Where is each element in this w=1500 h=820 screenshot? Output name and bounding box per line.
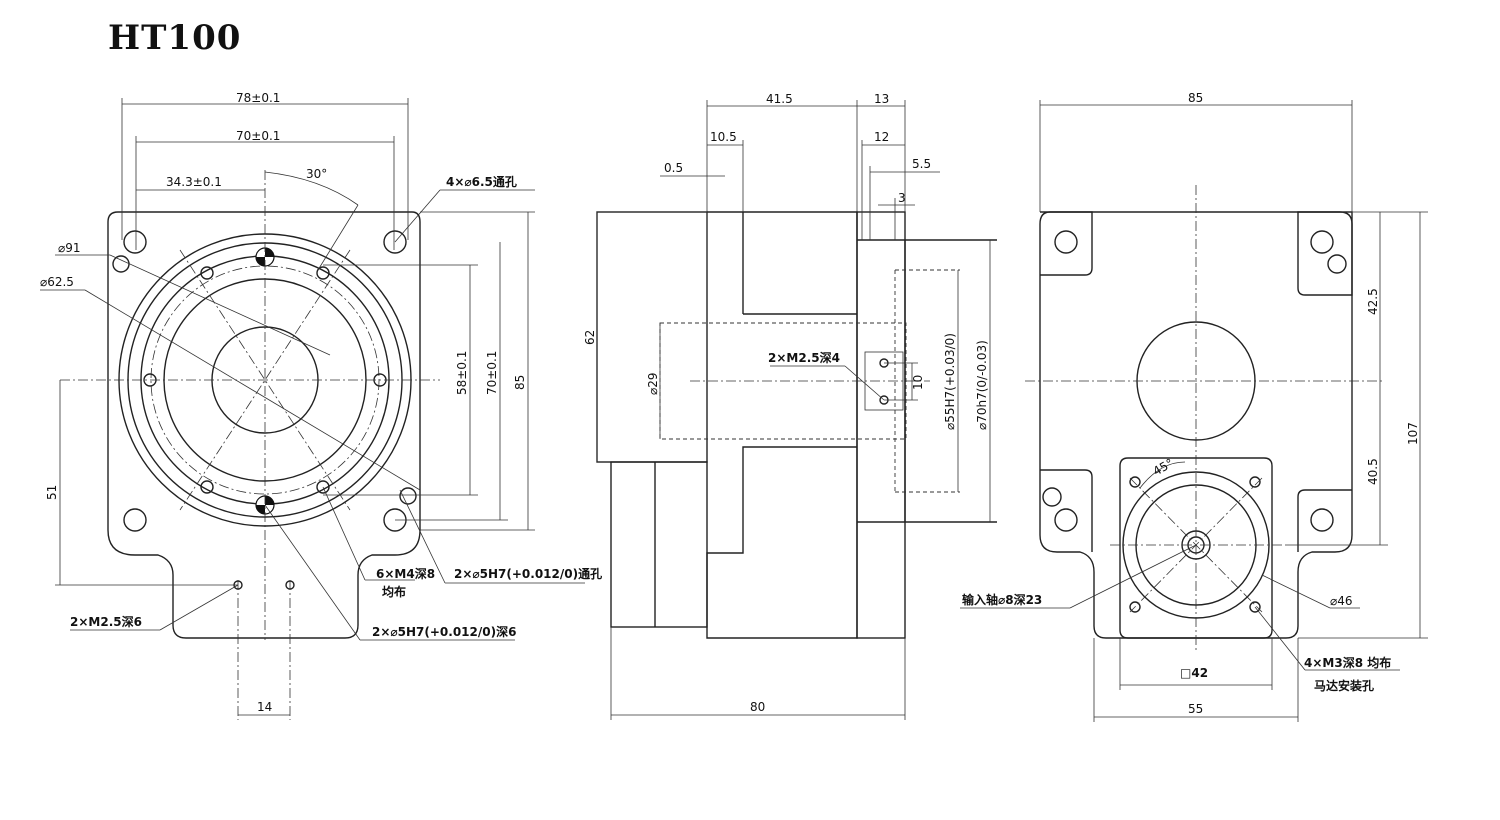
dim-d46-label: ⌀46 (1330, 594, 1353, 608)
dim-2x5h7-thru-label: 2×⌀5H7(+0.012/0)通孔 (454, 566, 602, 581)
dim-4xm3-sub-label: 马达安装孔 (1314, 678, 1374, 693)
back-view: 85 42.5 40.5 107 45° 输入轴⌀8深23 ⌀46 □42 4×… (960, 91, 1428, 722)
dim-14-label: 14 (257, 700, 272, 714)
dim-d62-5-label: ⌀62.5 (40, 275, 74, 289)
dim-70-label: 70±0.1 (236, 129, 280, 143)
dim-3-label: 3 (898, 191, 906, 205)
dim-58-label: 58±0.1 (455, 351, 469, 395)
dim-70v-label: 70±0.1 (485, 351, 499, 395)
dim-70h7-label: ⌀70h7(0/-0.03) (975, 340, 989, 430)
dim-2xm25-4-label: 2×M2.5深4 (768, 350, 840, 365)
dim-78-label: 78±0.1 (236, 91, 280, 105)
dim-107-label: 107 (1406, 422, 1420, 445)
dim-51-label: 51 (45, 485, 59, 500)
dim-5-5-label: 5.5 (912, 157, 931, 171)
side-flange (856, 211, 906, 639)
dim-42-5-label: 42.5 (1366, 288, 1380, 315)
dim-13-label: 13 (874, 92, 889, 106)
dim-62-label: 62 (583, 330, 597, 345)
back-dim-85-label: 85 (1188, 91, 1203, 105)
dim-12-label: 12 (874, 130, 889, 144)
dim-4xm3-label: 4×M3深8 均布 (1304, 655, 1391, 670)
side-lower-body (610, 461, 708, 628)
side-left-body (596, 211, 708, 463)
dim-29-label: ⌀29 (646, 373, 660, 396)
dim-40-5-label: 40.5 (1366, 458, 1380, 485)
dim-6xm4-sub-label: 均布 (382, 584, 406, 599)
side-view: 41.5 13 10.5 12 0.5 5.5 3 62 ⌀29 2×M2.5深… (583, 92, 997, 720)
dim-input-shaft-label: 输入轴⌀8深23 (962, 592, 1042, 607)
dim-41-5-label: 41.5 (766, 92, 793, 106)
dim-85-label: 85 (513, 375, 527, 390)
back-housing-outline (1039, 211, 1353, 639)
dim-10-label: 10 (911, 375, 925, 390)
dim-80-label: 80 (750, 700, 765, 714)
dim-2x5h7-deep-label: 2×⌀5H7(+0.012/0)深6 (372, 624, 516, 639)
dim-10-5-label: 10.5 (710, 130, 737, 144)
back-motor-flange (1119, 457, 1273, 639)
dim-0-5-label: 0.5 (664, 161, 683, 175)
dim-d91-label: ⌀91 (58, 241, 81, 255)
drawing-title: HT100 (108, 18, 242, 58)
dim-2xm25-label: 2×M2.5深6 (70, 614, 142, 629)
front-housing-outline (107, 211, 421, 639)
front-view: 78±0.1 70±0.1 34.3±0.1 30° 4×⌀6.5通孔 ⌀91 … (40, 91, 602, 720)
dim-6xm4-label: 6×M4深8 (376, 566, 435, 581)
back-motor-holes (1129, 476, 1261, 613)
back-dim-55-label: 55 (1188, 702, 1203, 716)
dim-4x65-label: 4×⌀6.5通孔 (446, 174, 517, 189)
front-corner-holes (112, 230, 417, 532)
side-main-body (706, 211, 858, 639)
dim-55h7-label: ⌀55H7(+0.03/0) (943, 333, 957, 430)
dim-30deg-label: 30° (306, 167, 327, 181)
dim-sq42-label: □42 (1180, 666, 1208, 680)
dim-45deg-label: 45° (1151, 456, 1176, 479)
dim-34-3-label: 34.3±0.1 (166, 175, 222, 189)
